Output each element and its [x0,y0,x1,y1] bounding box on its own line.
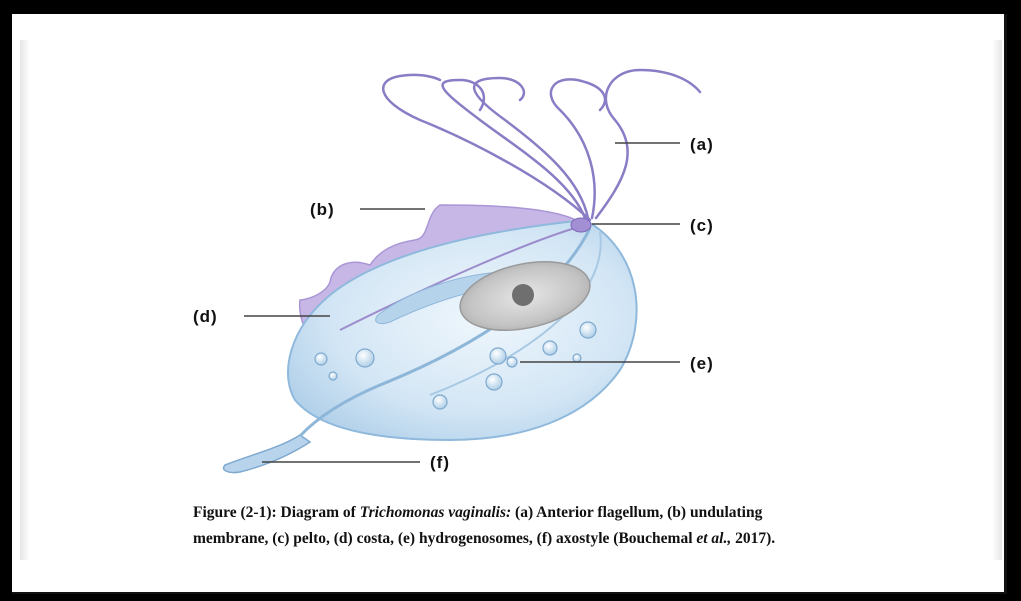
figure-caption: Figure (2-1): Diagram of Trichomonas vag… [193,500,953,552]
caption-species: Trichomonas vaginalis: [360,504,511,521]
label-d: (d) [193,307,218,326]
label-f: (f) [430,453,450,472]
label-c: (c) [690,216,714,235]
label-e: (e) [690,354,714,373]
caption-prefix: Figure (2-1): Diagram of [193,504,356,521]
pelto [571,218,591,232]
caption-line-1: Figure (2-1): Diagram of Trichomonas vag… [193,500,953,526]
caption-line2-end: 2017). [735,530,775,547]
caption-etal: et al., [696,530,731,547]
label-b: (b) [310,200,335,219]
nucleolus [512,284,534,306]
label-a: (a) [690,135,714,154]
anterior-flagella [383,70,700,220]
axostyle-tail [223,435,310,473]
caption-line-2: membrane, (c) pelto, (d) costa, (e) hydr… [193,526,953,552]
caption-line1-rest: (a) Anterior flagellum, (b) undulating [515,504,762,521]
caption-line2-start: membrane, (c) pelto, (d) costa, (e) hydr… [193,530,693,547]
